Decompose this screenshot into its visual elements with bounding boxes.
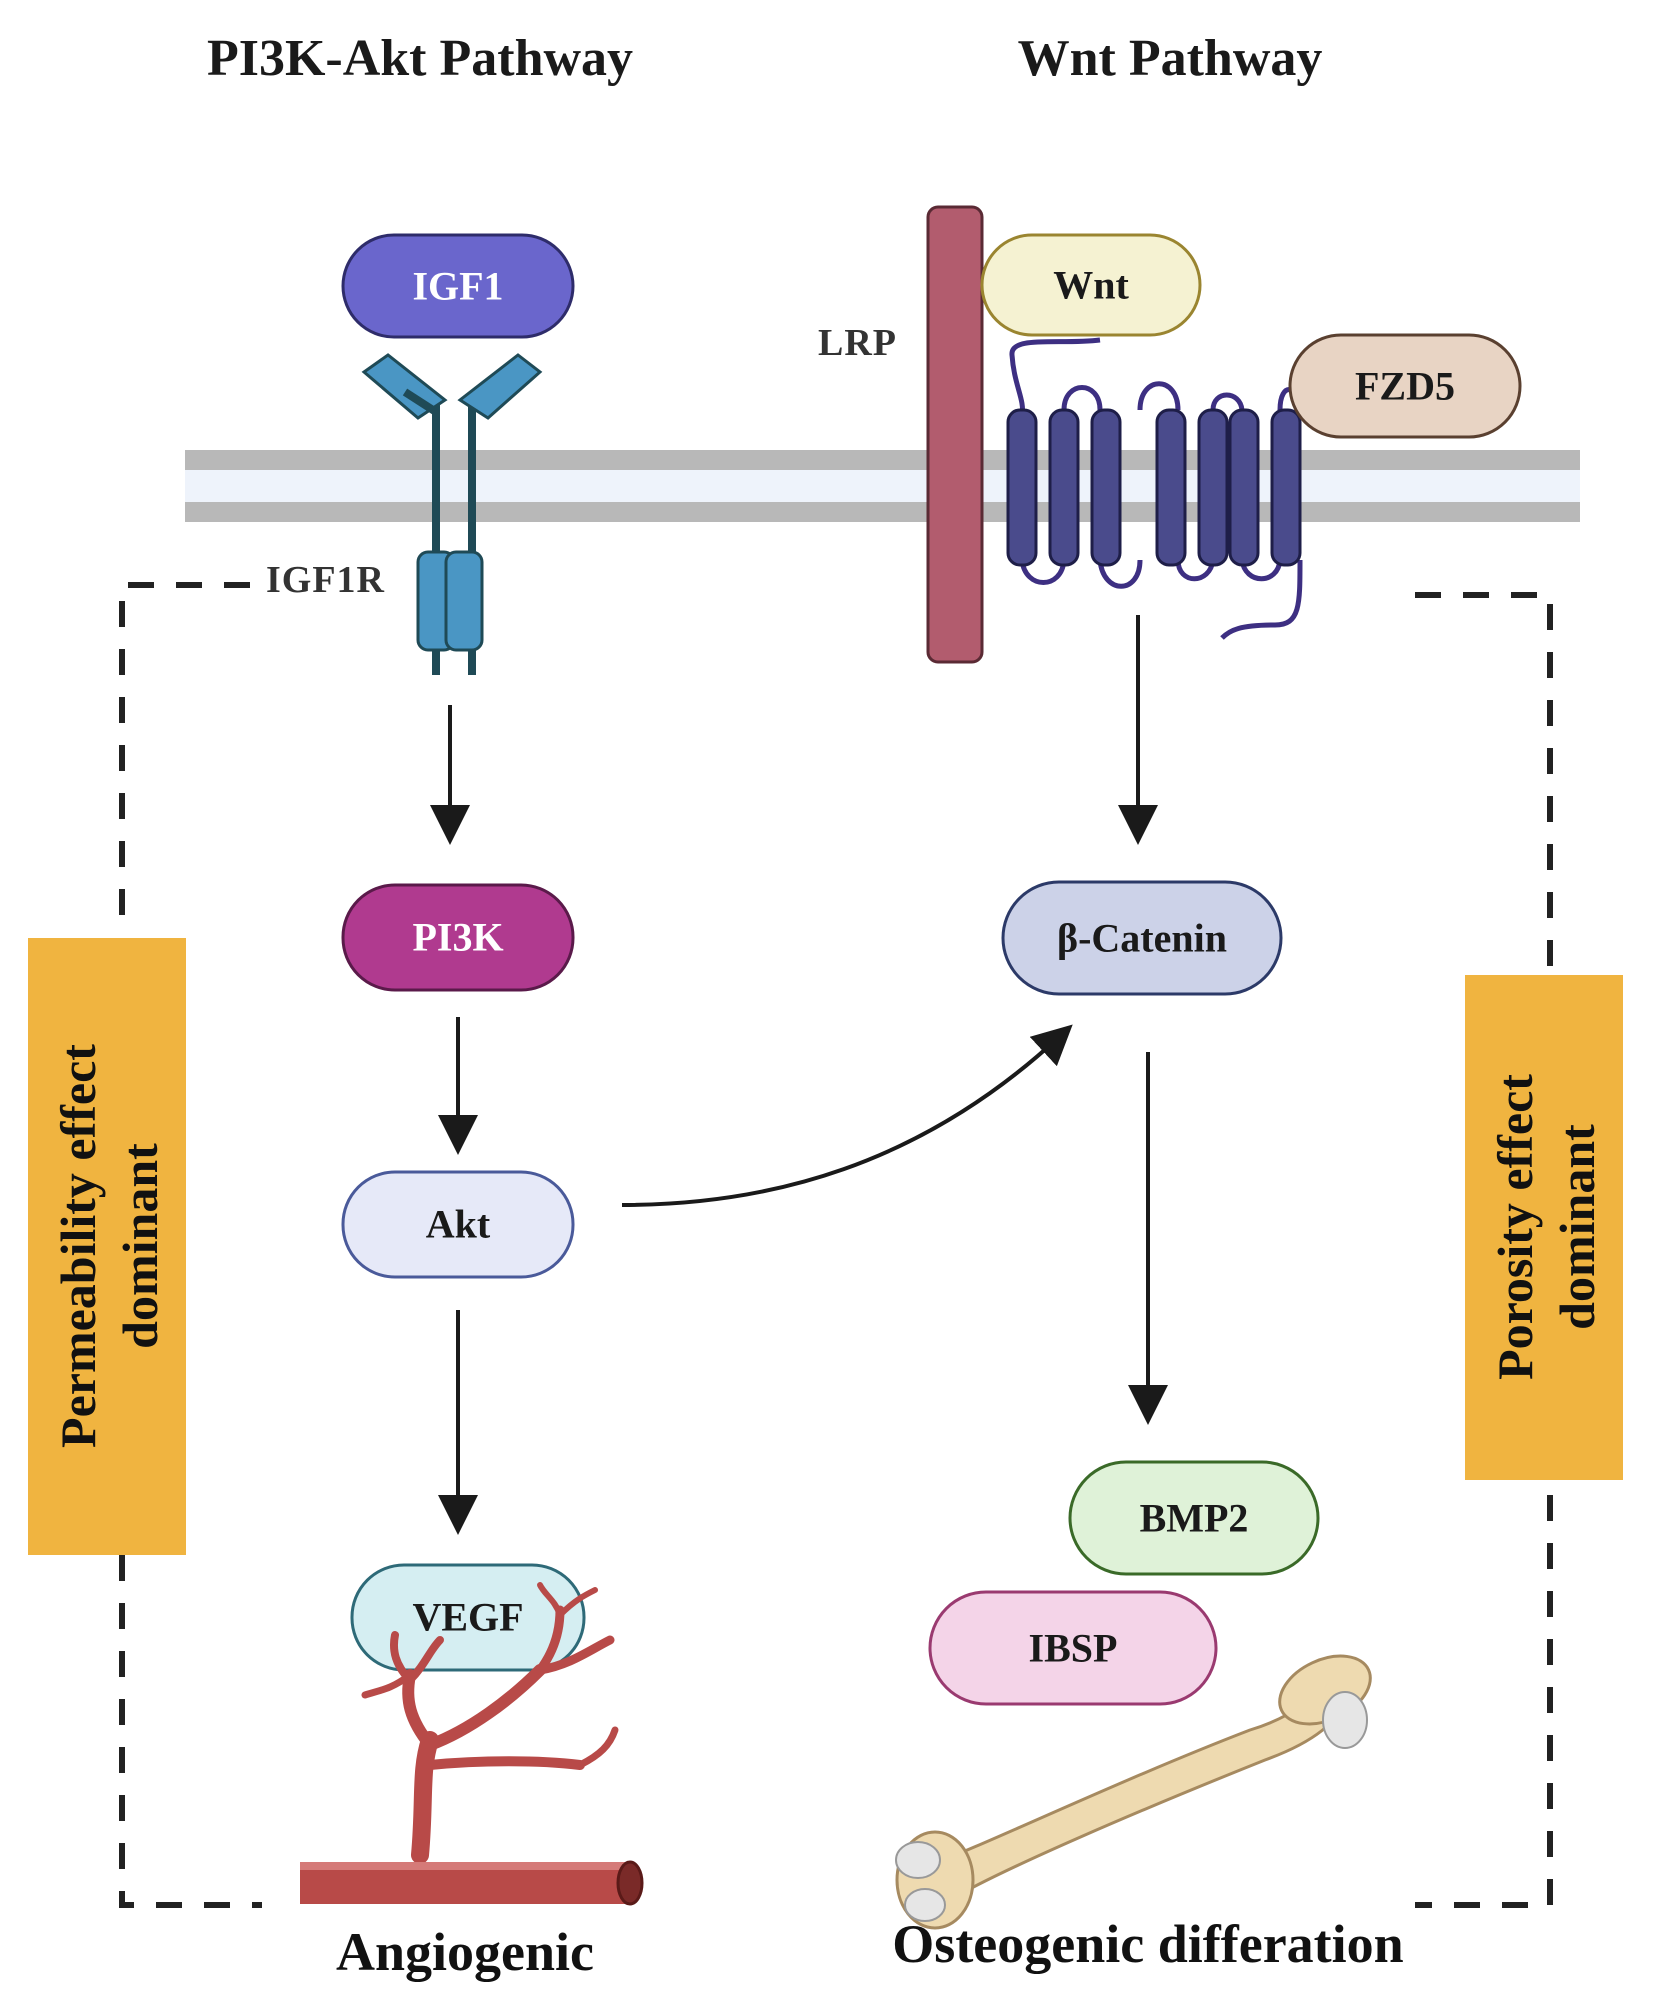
igf1r-receptor-icon bbox=[361, 353, 543, 675]
igf1-node: IGF1 bbox=[341, 233, 575, 339]
title-wnt-pathway: Wnt Pathway bbox=[1018, 30, 1323, 87]
permeability-effect-line1: Permeability effect bbox=[50, 1044, 106, 1448]
osteogenic-label: Osteogenic differation bbox=[892, 1914, 1403, 1974]
ibsp-node: IBSP bbox=[928, 1590, 1218, 1706]
bmp2-node: BMP2 bbox=[1068, 1460, 1320, 1576]
akt-node: Akt bbox=[341, 1170, 575, 1279]
beta-catenin-label: β-Catenin bbox=[1057, 916, 1227, 961]
wnt-label: Wnt bbox=[1053, 263, 1129, 308]
angiogenic-label: Angiogenic bbox=[336, 1922, 594, 1982]
pi3k-node: PI3K bbox=[341, 883, 575, 992]
fzd5-label: FZD5 bbox=[1355, 364, 1455, 409]
igf1-label: IGF1 bbox=[412, 264, 503, 309]
pi3k-label: PI3K bbox=[412, 915, 503, 960]
lrp-label: LRP bbox=[818, 322, 897, 364]
igf1r-label: IGF1R bbox=[266, 559, 385, 601]
porosity-effect-line2: dominant bbox=[1549, 1124, 1605, 1330]
ibsp-label: IBSP bbox=[1029, 1626, 1118, 1671]
blood-vessel-icon bbox=[300, 1582, 644, 1906]
permeability-effect-box: Permeability effect dominant bbox=[28, 938, 186, 1555]
lrp-coreceptor-icon bbox=[926, 205, 984, 664]
wnt-node: Wnt bbox=[980, 233, 1202, 337]
akt-label: Akt bbox=[426, 1202, 491, 1247]
vegf-label: VEGF bbox=[412, 1595, 523, 1640]
left-dashed-loop bbox=[119, 582, 262, 1908]
vegf-node: VEGF bbox=[350, 1563, 586, 1672]
bmp2-label: BMP2 bbox=[1140, 1496, 1249, 1541]
beta-catenin-node: β-Catenin bbox=[1001, 880, 1283, 996]
right-dashed-loop bbox=[1415, 592, 1553, 1908]
arrow-akt-to-catenin bbox=[621, 1024, 1073, 1207]
porosity-effect-line1: Porosity effect bbox=[1487, 1074, 1543, 1380]
title-pi3k-akt-pathway: PI3K-Akt Pathway bbox=[207, 30, 633, 87]
bone-icon bbox=[895, 1654, 1372, 1930]
permeability-effect-line2: dominant bbox=[112, 1143, 168, 1349]
cell-membrane bbox=[185, 450, 1580, 522]
fzd5-receptor-icon bbox=[1006, 337, 1303, 640]
porosity-effect-box: Porosity effect dominant bbox=[1465, 975, 1623, 1480]
fzd5-node: FZD5 bbox=[1288, 333, 1522, 439]
